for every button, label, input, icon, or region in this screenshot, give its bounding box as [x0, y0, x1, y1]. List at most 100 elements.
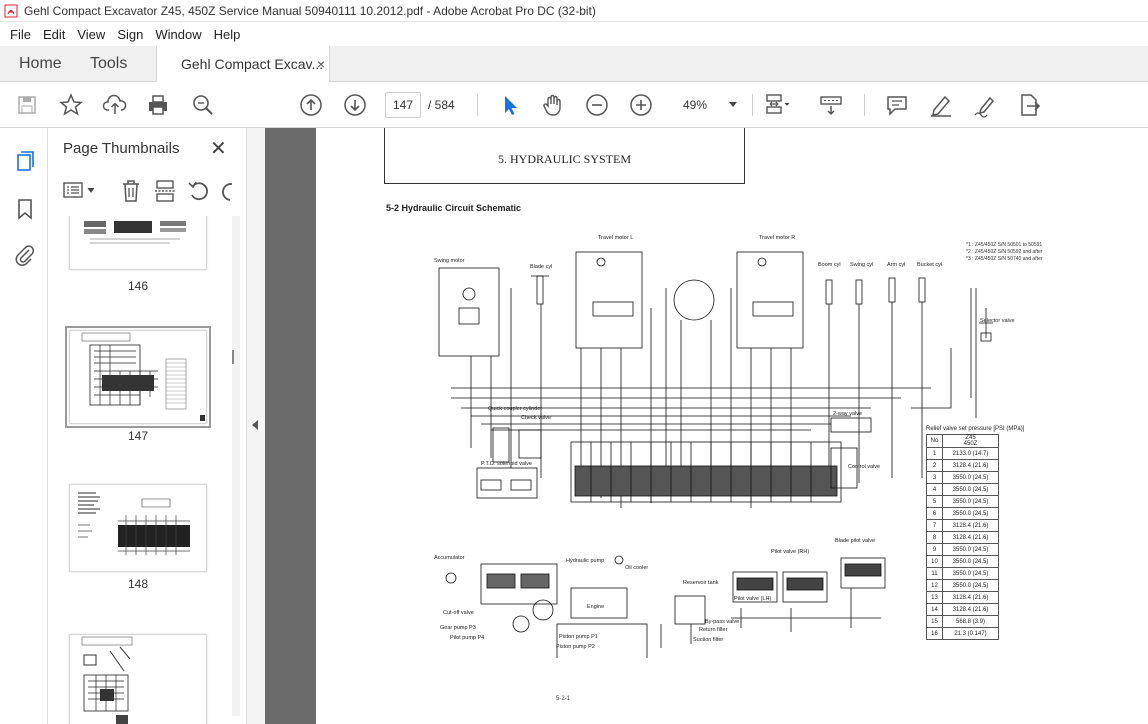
toolbar-divider [752, 94, 753, 116]
close-icon[interactable]: ✕ [210, 138, 227, 160]
left-rail [0, 128, 48, 724]
thumbnail-page-147[interactable] [65, 326, 211, 428]
row-number: 2 [926, 459, 943, 472]
schematic-notes: *1 : Z45/450Z S/N 50501 to 50591 *2 : Z4… [966, 242, 1042, 263]
row-number: 4 [926, 483, 943, 496]
thumbnail-options-icon[interactable] [62, 178, 98, 204]
row-pressure: 3550.0 (24.5) [942, 543, 999, 556]
fit-page-icon[interactable] [764, 92, 790, 118]
label-two-way-valve: 2-way valve [833, 411, 863, 417]
rotate-clockwise-icon[interactable] [218, 178, 238, 204]
thumbnail-image [78, 492, 190, 555]
pdf-page: 5. HYDRAULIC SYSTEM 5-2 Hydraulic Circui… [316, 128, 1148, 724]
document-viewer[interactable]: 5. HYDRAULIC SYSTEM 5-2 Hydraulic Circui… [265, 128, 1148, 724]
row-number: 12 [926, 579, 943, 592]
select-cursor-icon[interactable] [496, 92, 522, 118]
zoom-in-icon[interactable] [628, 92, 654, 118]
label-reservoir-tank: Reservoir tank [683, 580, 719, 586]
bookmarks-icon[interactable] [12, 196, 38, 222]
delete-page-icon[interactable] [118, 178, 144, 204]
row-number: 8 [926, 531, 943, 544]
sign-pen-icon[interactable] [972, 92, 998, 118]
row-pressure: 3128.4 (21.6) [942, 603, 999, 616]
acrobat-app-icon [4, 4, 18, 17]
tab-tools[interactable]: Tools [90, 55, 128, 72]
attachments-icon[interactable] [12, 242, 38, 268]
hand-tool-icon[interactable] [540, 92, 566, 118]
row-pressure: 3550.0 (24.5) [942, 483, 999, 496]
label-by-pass-valve: By-pass valve [705, 619, 740, 625]
label-arm-cyl: Arm cyl [887, 262, 906, 268]
menu-sign[interactable]: Sign [117, 26, 144, 42]
thumbnail-list[interactable]: 146 147 148 [52, 216, 242, 724]
chapter-header: 5. HYDRAULIC SYSTEM [497, 152, 631, 166]
panel-toolbar [58, 176, 243, 206]
row-number: 7 [926, 519, 943, 532]
export-pdf-icon[interactable] [1016, 92, 1042, 118]
collapse-panel-button[interactable] [247, 128, 265, 724]
label-blade-pilot-valve: Blade pilot valve [835, 538, 876, 544]
label-cut-off-valve: Cut-off valve [443, 610, 474, 616]
row-pressure: 3128.4 (21.6) [942, 531, 999, 544]
thumbnail-label: 146 [127, 279, 149, 293]
menu-view[interactable]: View [77, 26, 106, 42]
thumbnail-scrollbar[interactable] [232, 216, 240, 716]
label-control-valve: Control valve [848, 464, 881, 470]
bookmark-star-icon[interactable] [58, 92, 84, 118]
label-quick-coupler: Quick coupler cylinder [488, 406, 543, 412]
comment-icon[interactable] [884, 92, 910, 118]
label-gear-pump: Gear pump P3 [440, 625, 476, 631]
label-return-filter: Return filter [699, 627, 728, 633]
row-pressure: 3128.4 (21.6) [942, 459, 999, 472]
page-thumbnails-icon[interactable] [12, 148, 38, 174]
thumbnail-page-146[interactable] [69, 216, 207, 270]
title-bar: Gehl Compact Excavator Z45, 450Z Service… [0, 0, 1148, 22]
note-line: *2 : Z45/450Z S/N 50592 and after [966, 249, 1043, 255]
print-icon[interactable] [145, 92, 171, 118]
thumbnail-page-148[interactable] [69, 484, 207, 572]
thumbnail-label: 148 [127, 577, 149, 591]
menu-help[interactable]: Help [213, 26, 241, 42]
tab-home[interactable]: Home [19, 55, 62, 72]
page-number-input[interactable]: 147 [385, 92, 421, 118]
label-check-valve: Check valve [521, 415, 551, 421]
row-number: 5 [926, 495, 943, 508]
hydraulic-schematic [438, 251, 993, 658]
menu-file[interactable]: File [10, 26, 31, 42]
chevron-left-icon [252, 420, 258, 430]
tab-document[interactable]: Gehl Compact Excav... × [156, 46, 330, 83]
label-accumulator: Accumulator [434, 555, 465, 561]
zoom-out-icon[interactable] [584, 92, 610, 118]
next-page-icon[interactable] [342, 92, 368, 118]
share-upload-icon[interactable] [102, 92, 128, 118]
tab-close-icon[interactable]: × [316, 56, 325, 72]
rotate-counterclockwise-icon[interactable] [186, 178, 212, 204]
table-header-row: No Z45 450Z [926, 434, 999, 448]
thumbnail-page-149[interactable] [69, 634, 207, 724]
row-number: 10 [926, 555, 943, 568]
zoom-level-select[interactable]: 49% [673, 92, 745, 118]
row-pressure: 21.3 (0.147) [942, 627, 999, 640]
insert-page-icon[interactable] [152, 178, 178, 204]
panel-resize-handle[interactable] [232, 350, 234, 364]
save-icon[interactable] [14, 92, 40, 118]
menu-edit[interactable]: Edit [42, 26, 66, 42]
chapter-header-box: 5. HYDRAULIC SYSTEM [384, 128, 745, 184]
highlight-pen-icon[interactable] [928, 92, 954, 118]
table-header-cell: Z45 450Z [942, 434, 999, 448]
window-title: Gehl Compact Excavator Z45, 450Z Service… [24, 3, 596, 18]
scroll-mode-icon[interactable] [818, 92, 844, 118]
menu-window[interactable]: Window [155, 26, 202, 42]
previous-page-icon[interactable] [298, 92, 324, 118]
tab-document-label: Gehl Compact Excav... [181, 56, 324, 72]
zoom-search-icon[interactable] [190, 92, 216, 118]
